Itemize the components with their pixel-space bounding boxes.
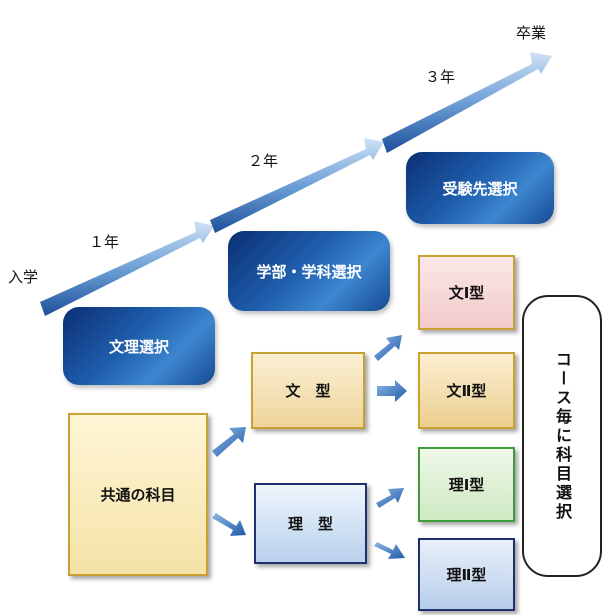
ri1-course-box: 理Ⅰ型: [418, 447, 515, 522]
course-selection-text: コース毎に科目選択: [553, 350, 572, 522]
arrow-humanities-to-bun1: [374, 335, 402, 361]
science-track-text: 理 型: [287, 515, 333, 533]
progress-arrow-2: [210, 138, 384, 233]
track-choice-text: 文理選択: [108, 337, 169, 356]
arrow-common-to-humanities: [212, 427, 246, 457]
course-selection-note: コース毎に科目選択: [522, 295, 602, 577]
humanities-track-text: 文 型: [285, 382, 331, 400]
common-subjects-box: 共通の科目: [68, 413, 208, 576]
graduation-label: 卒業: [516, 24, 547, 42]
bun1-course-text: 文Ⅰ型: [448, 284, 485, 302]
science-track-box: 理 型: [254, 483, 367, 564]
progress-arrow-3: [382, 52, 552, 153]
bun2-course-text: 文Ⅱ型: [446, 382, 487, 400]
exam-choice-text: 受験先選択: [442, 179, 518, 198]
ri2-course-box: 理Ⅱ型: [418, 538, 515, 611]
bun2-course-box: 文Ⅱ型: [418, 352, 515, 429]
track-choice-stage: 文理選択: [63, 307, 215, 385]
bun1-course-box: 文Ⅰ型: [418, 255, 515, 330]
enrollment-label: 入学: [8, 268, 39, 286]
progress-arrow-1: [40, 221, 214, 316]
ri2-course-text: 理Ⅱ型: [446, 566, 487, 584]
year-2-label: ２年: [248, 152, 279, 170]
faculty-choice-stage: 学部・学科選択: [228, 231, 390, 311]
humanities-track-box: 文 型: [251, 352, 365, 429]
arrow-science-to-ri2: [374, 542, 405, 559]
exam-choice-stage: 受験先選択: [406, 152, 554, 224]
arrow-science-to-ri1: [376, 488, 404, 508]
ri1-course-text: 理Ⅰ型: [448, 476, 485, 494]
arrow-common-to-science: [212, 513, 246, 536]
faculty-choice-text: 学部・学科選択: [256, 262, 362, 281]
year-3-label: ３年: [425, 68, 456, 86]
arrow-humanities-to-bun2: [377, 380, 407, 402]
year-1-label: １年: [89, 233, 120, 251]
common-subjects-text: 共通の科目: [100, 486, 176, 504]
